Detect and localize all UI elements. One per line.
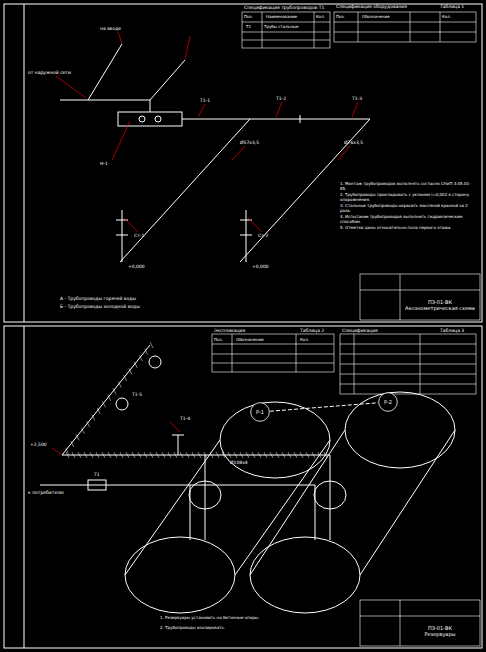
drawing-label: Кол. [300, 338, 309, 343]
drawing-label: +2,500 [30, 442, 47, 447]
drawing-label: Ст-1 [134, 233, 144, 238]
tables [212, 12, 480, 646]
piping-bottom [40, 345, 330, 540]
drawing-label: +0,000 [252, 264, 269, 269]
drawing-label: Спецификация оборудования [336, 4, 407, 9]
drawing-label: 1. Резервуары установить на бетонные опо… [160, 616, 259, 621]
drawing-label: Ø76х3,5 [344, 140, 363, 145]
drawing-label: Ø57х3,5 [240, 140, 259, 145]
drawing-label: Кол. [442, 15, 451, 20]
drawing-label: 2. Трубопроводы изолировать. [160, 626, 225, 631]
drawing-label: Поз. [244, 15, 253, 20]
node-text: Р-1 [256, 409, 264, 415]
drawing-label: Поз. [214, 338, 223, 343]
drawing-label: Т1-5 [132, 392, 142, 397]
node-text: Аксонометрическая схема [405, 305, 475, 311]
drawing-label: А - Трубопроводы горячей воды [60, 296, 136, 301]
drawing-label: Трубы стальные [264, 25, 298, 30]
drawing-label: Таблица 1 [440, 4, 464, 9]
pipe-connector [270, 403, 378, 411]
binding-line [24, 326, 25, 648]
drawing-label: Т1-3 [352, 96, 362, 101]
tanks [125, 392, 455, 613]
drawing-label: Обозначение [362, 15, 390, 20]
leader-lines [52, 32, 358, 455]
drawing-label: Спецификация трубопроводов Т1 [244, 5, 324, 10]
drawing-label: Спецификация [342, 328, 378, 333]
sheet-frame [4, 326, 482, 648]
piping-top [60, 44, 370, 262]
drawing-label: к потребителю [28, 490, 64, 495]
drawing-label: Поз. [336, 15, 345, 20]
insulation-hatch [66, 342, 327, 458]
drawing-label: 1. Монтаж трубопроводов выполнять соглас… [340, 182, 475, 191]
drawing-label: Экспликация [214, 328, 245, 333]
drawing-label: 4. Испытание трубопроводов выполнить гид… [340, 215, 475, 224]
tank-callout: Р-1 [250, 402, 270, 422]
drawing-label: 2. Трубопроводы прокладывать с уклоном i… [340, 193, 475, 202]
drawing-label: Т1-2 [276, 96, 286, 101]
drawing-label: Т1-4 [180, 416, 190, 421]
sheet-frame [4, 4, 482, 322]
drawing-label: Ст-2 [258, 233, 268, 238]
node-text: ПЗ-01-ВК [428, 299, 452, 305]
node-text: ПЗ-01-ВК [428, 625, 452, 631]
drawing-label: Таблица 3 [440, 328, 464, 333]
title-block-cell: ПЗ-01-ВКРезервуары [401, 617, 479, 645]
drawing-label: Н-1 [100, 161, 108, 166]
drawing-label: Ø108х4 [230, 460, 248, 465]
drawing-label: Таблица 2 [300, 328, 324, 333]
tank-callout: Р-2 [378, 392, 398, 412]
drawing-label: Кол. [316, 15, 325, 20]
drawing-label: 5. Отметки даны относительно пола первог… [340, 226, 475, 231]
drawing-label: Т1 [94, 472, 100, 477]
drawing-label: Т1-1 [200, 98, 210, 103]
drawing-label: Наименование [266, 15, 297, 20]
title-block-cell: ПЗ-01-ВКАксонометрическая схема [401, 291, 479, 319]
node-text: Р-2 [384, 399, 392, 405]
drawing-label: Б - Трубопроводы холодной воды [60, 304, 140, 309]
drawing-label: Т1 [246, 25, 251, 30]
binding-line [24, 4, 25, 322]
drawing-label: 3. Стальные трубопроводы окрасить маслян… [340, 204, 475, 213]
node-text: Резервуары [424, 631, 455, 637]
drawing-label: от наружной сети [28, 70, 71, 75]
drawing-label: +0,000 [128, 264, 145, 269]
drawing-label: Обозначение [236, 338, 264, 343]
drawing-label: на вводе [100, 26, 121, 31]
